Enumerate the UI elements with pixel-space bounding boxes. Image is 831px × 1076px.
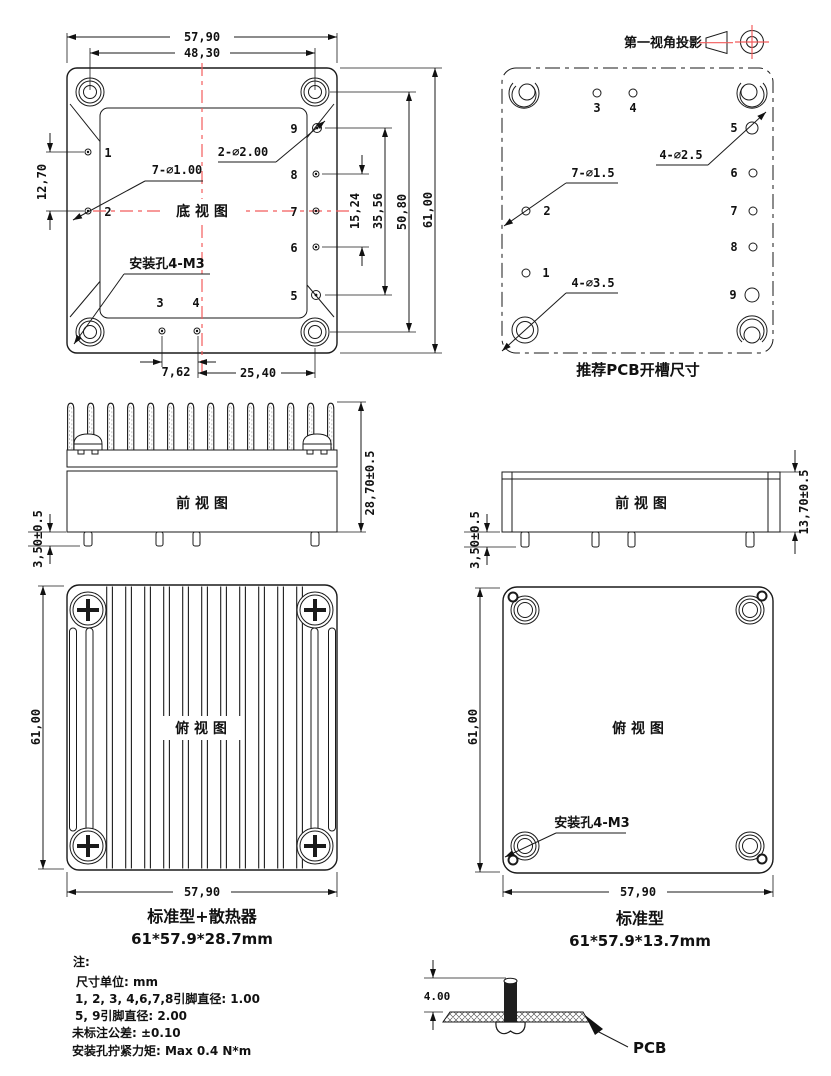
hole-label-7: 7: [730, 204, 737, 218]
dim-top-standard-height: 61,00: [466, 709, 480, 745]
hole-label-4: 4: [629, 101, 636, 115]
caption-heatsink-type: 标准型+散热器: [146, 907, 257, 926]
note-pin-dia-small: 1, 2, 3, 4,6,7,8引脚直径: 1.00: [75, 991, 260, 1006]
dim-pin95-pitch: 35,56: [371, 193, 385, 229]
pin-label-5: 5: [290, 289, 297, 303]
dim-pin-length-right: 3,50±0.5: [468, 511, 482, 569]
dim-top-standard-width: 57,90: [620, 885, 656, 899]
pin-label-8: 8: [290, 168, 297, 182]
pcb-arrow: [585, 1015, 603, 1035]
pin-cross-section: [504, 980, 517, 1032]
pcb-holes: [521, 88, 760, 303]
note-pin-dia-large: 5, 9引脚直径: 2.00: [75, 1008, 187, 1023]
pcb-label: PCB: [633, 1039, 666, 1057]
pins: [84, 123, 322, 335]
dim-pin86-pitch: 15,24: [348, 193, 362, 229]
solder-joint: [495, 1021, 526, 1035]
pin-label-4: 4: [192, 296, 199, 310]
dim-pin-length-left: 3,50±0.5: [31, 510, 45, 568]
label-small-pins: 7-∅1.00: [152, 163, 203, 177]
dim-top-heatsink-width: 57,90: [184, 885, 220, 899]
caption-standard-type: 标准型: [615, 909, 664, 928]
pcb-outline: [501, 67, 774, 354]
projection-label: 第一视角投影: [624, 35, 702, 51]
front-standard-title: 前 视 图: [615, 495, 667, 512]
label-holes-2p5: 4-∅2.5: [659, 148, 702, 162]
pin-label-2: 2: [104, 205, 111, 219]
dim-pin34-pitch: 7,62: [162, 365, 191, 379]
front-view-standard: 前 视 图 13,70±0.5 3,50±0.5: [464, 450, 811, 569]
caption-standard-size: 61*57.9*13.7mm: [569, 932, 711, 950]
notes-heading: 注:: [73, 954, 90, 969]
pcb-view-title: 推荐PCB开槽尺寸: [576, 361, 699, 379]
hole-label-2: 2: [543, 204, 550, 218]
pcb-cutout-view: 3 4 5 6 7 8 9 2 1 4-∅2.5 7-∅1.5 4-∅3.5 推…: [501, 67, 774, 379]
dim-pin-standoff: 4.00: [424, 990, 451, 1003]
label-mount-holes: 安装孔4-M3: [129, 256, 204, 272]
heatsink-fins: [67, 402, 335, 450]
hole-label-5: 5: [730, 121, 737, 135]
top-view-heatsink: 俯 视 图 61,00 57,90 标准型+散热器 61*57.9*28.7mm: [29, 584, 338, 948]
dim-outer-height: 61,00: [421, 192, 435, 228]
dim-pin12-pitch: 12,70: [35, 164, 49, 200]
front-pins: [520, 531, 755, 548]
frustum-icon: [705, 30, 728, 55]
bottom-view: 1 2 3 4 5 6 7 8 9 57,90 48,30 12,70 15,2…: [35, 30, 442, 380]
pin-label-1: 1: [104, 146, 111, 160]
pin-label-9: 9: [290, 122, 297, 136]
dim-height-heatsink: 28,70±0.5: [363, 450, 377, 515]
top-standard-title: 俯 视 图: [612, 720, 664, 737]
note-torque: 安装孔拧紧力矩: Max 0.4 N*m: [72, 1043, 251, 1058]
mount-holes: [510, 595, 765, 861]
dim-outer-width: 57,90: [184, 30, 220, 44]
pin-label-6: 6: [290, 241, 297, 255]
hole-label-3: 3: [593, 101, 600, 115]
hole-label-1: 1: [542, 266, 549, 280]
dim-pin4-hole: 25,40: [240, 366, 276, 380]
dim-hole-height: 50,80: [395, 194, 409, 230]
module-body: [501, 471, 781, 533]
pin-numbers: 1 2 3 4 5 6 7 8 9: [104, 122, 297, 310]
pin-label-3: 3: [156, 296, 163, 310]
heatsink-screw-right: [302, 433, 332, 455]
note-tolerance: 未标注公差: ±0.10: [71, 1025, 181, 1040]
label-holes-1p5: 7-∅1.5: [571, 166, 614, 180]
label-mount-holes-top: 安装孔4-M3: [554, 815, 629, 831]
bottom-view-title: 底 视 图: [176, 203, 228, 220]
caption-heatsink-size: 61*57.9*28.7mm: [131, 930, 273, 948]
dim-hole-width: 48,30: [184, 46, 220, 60]
phillips-screws: [69, 591, 334, 865]
pcb-hole-numbers: 3 4 5 6 7 8 9 2 1: [542, 101, 737, 302]
module-body: [66, 470, 338, 533]
hole-label-6: 6: [730, 166, 737, 180]
front-view-heatsink: 前 视 图 28,70±0.5 3,50±0.5: [28, 401, 377, 568]
top-view-standard: 俯 视 图 安装孔4-M3 61,00 57,90 标准型 61*57.9*13…: [466, 586, 774, 950]
label-big-pins: 2-∅2.00: [218, 145, 269, 159]
front-pins: [83, 531, 320, 547]
dim-top-heatsink-height: 61,00: [29, 709, 43, 745]
front-heatsink-title: 前 视 图: [176, 495, 228, 512]
dim-height-standard: 13,70±0.5: [797, 469, 811, 534]
hole-label-8: 8: [730, 240, 737, 254]
label-holes-3p5: 4-∅3.5: [571, 276, 614, 290]
heatsink-screw-left: [73, 433, 103, 455]
note-units: 尺寸单位: mm: [76, 974, 158, 989]
pcb-corner-cutouts: [508, 82, 768, 344]
notes-block: 注: 尺寸单位: mm 1, 2, 3, 4,6,7,8引脚直径: 1.00 5…: [71, 954, 260, 1058]
projection-symbol: 第一视角投影: [624, 25, 769, 59]
hole-label-9: 9: [729, 288, 736, 302]
top-heatsink-title: 俯 视 图: [175, 720, 227, 737]
pcb-section: 4.00 PCB: [424, 960, 666, 1057]
module-outline: [502, 586, 774, 874]
pin-label-7: 7: [290, 205, 297, 219]
